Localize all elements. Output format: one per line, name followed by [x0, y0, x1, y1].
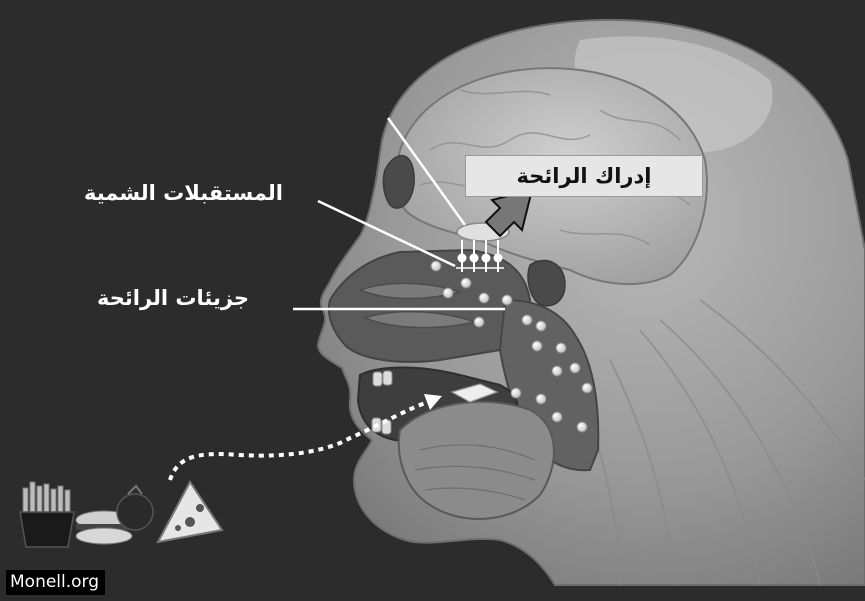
credit-watermark: Monell.org [6, 570, 105, 595]
food-items-icon [20, 482, 222, 547]
receptors-label: المستقبلات الشمية [84, 181, 283, 205]
perception-box: إدراك الرائحة [465, 155, 703, 197]
perception-label: إدراك الرائحة [517, 164, 652, 188]
molecules-label: جزيئات الرائحة [97, 286, 249, 310]
